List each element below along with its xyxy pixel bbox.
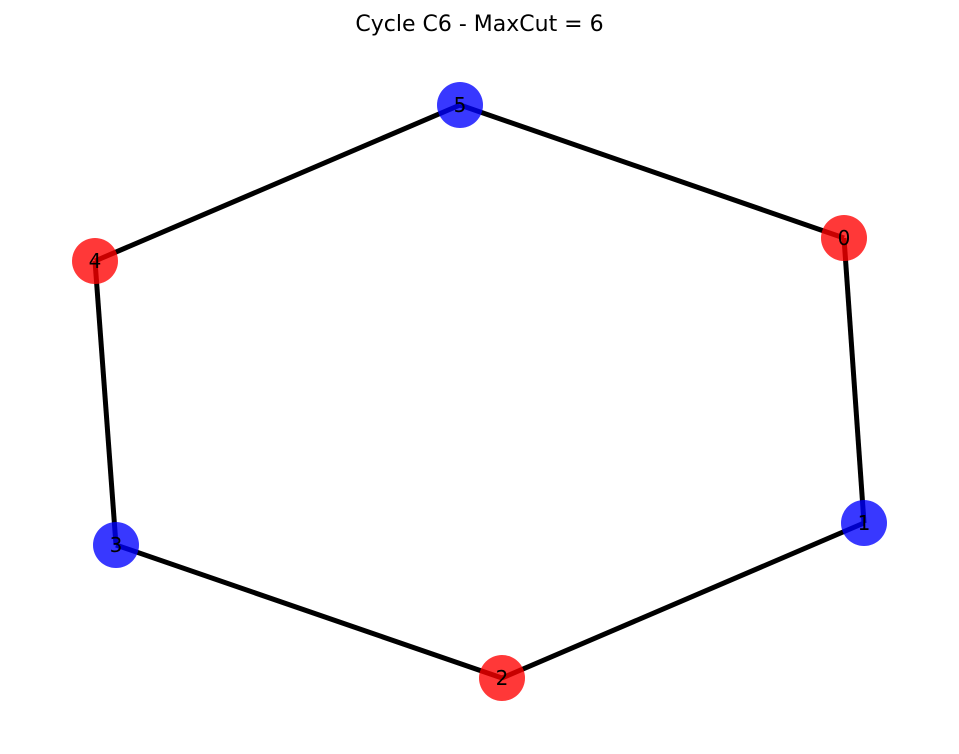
node-label-2: 2 — [496, 666, 509, 690]
node-3 — [93, 522, 139, 568]
node-1 — [841, 500, 887, 546]
nodes-layer: 0 1 2 3 4 5 — [72, 82, 887, 701]
node-label-4: 4 — [89, 249, 102, 273]
node-label-3: 3 — [110, 533, 123, 557]
node-0 — [821, 215, 867, 261]
node-label-1: 1 — [858, 511, 871, 535]
edge-3-4 — [92, 260, 119, 546]
node-label-0: 0 — [838, 226, 851, 250]
node-2 — [479, 655, 525, 701]
node-4 — [72, 238, 118, 284]
edge-1-2 — [501, 520, 865, 681]
edges-layer — [92, 102, 867, 681]
edge-4-5 — [94, 102, 461, 264]
edge-0-1 — [841, 237, 867, 524]
node-label-5: 5 — [454, 93, 467, 117]
figure-title: Cycle C6 - MaxCut = 6 — [355, 12, 604, 37]
edge-5-0 — [459, 102, 845, 241]
edge-2-3 — [115, 542, 503, 681]
node-5 — [437, 82, 483, 128]
